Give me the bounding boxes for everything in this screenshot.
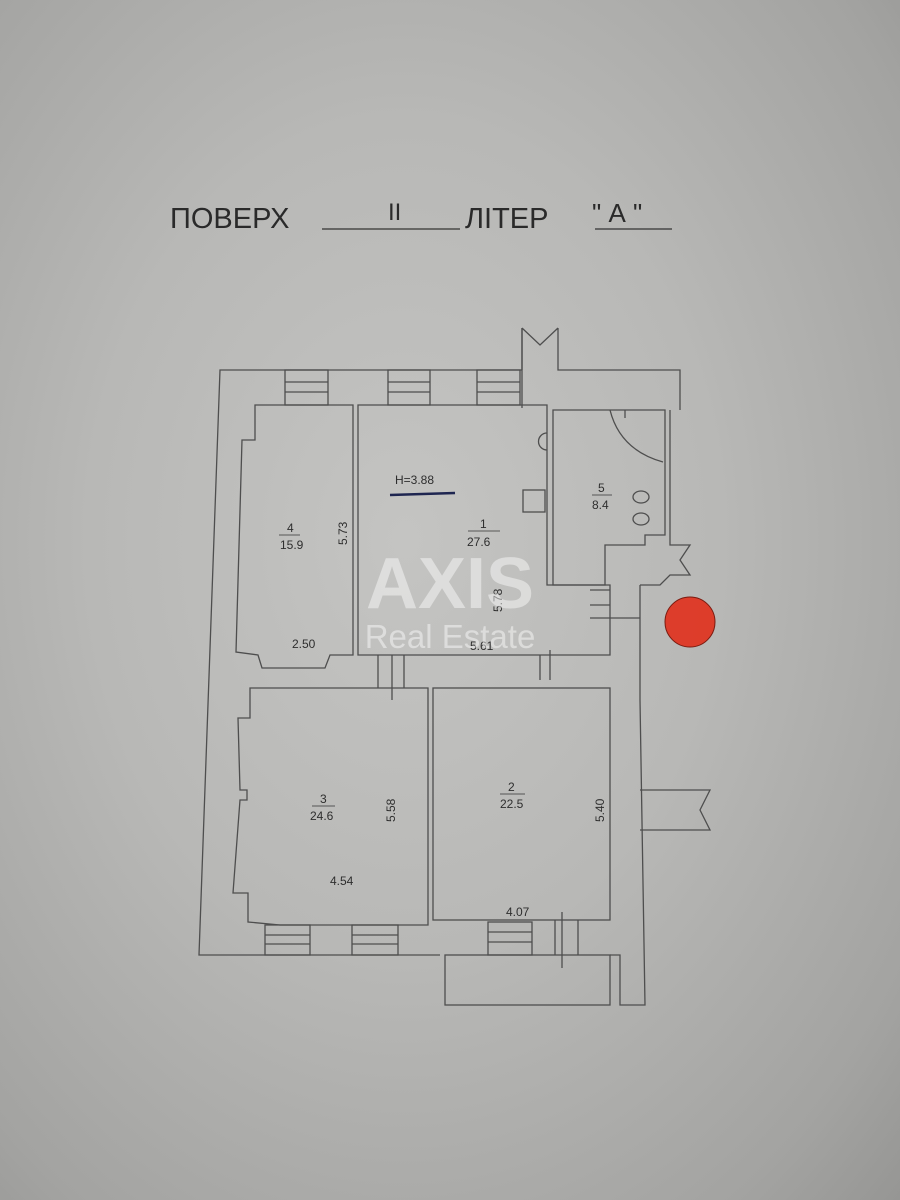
- room-label: 3: [320, 792, 327, 806]
- floor-value: II: [388, 199, 401, 226]
- window: [284, 369, 329, 406]
- window: [351, 924, 399, 956]
- room-label: 2.50: [292, 637, 316, 651]
- window: [476, 369, 521, 406]
- floor-label: ПОВЕРХ: [170, 203, 289, 235]
- room-label: 22.5: [500, 797, 524, 811]
- watermark: AXIS Real Estate: [365, 544, 536, 655]
- room-3: 3 24.6 5.58 4.54: [232, 687, 429, 926]
- red-stamp: [664, 596, 716, 648]
- watermark-tagline: Real Estate: [365, 618, 536, 655]
- doorways: [377, 589, 640, 968]
- room-label: 27.6: [467, 535, 491, 549]
- window: [487, 921, 533, 956]
- room-label: 24.6: [310, 809, 334, 823]
- sink-icon: [537, 432, 548, 451]
- window: [264, 924, 311, 956]
- toilet-icon: [632, 490, 650, 504]
- letter-value: " А ": [592, 198, 642, 228]
- window: [387, 369, 431, 406]
- room-label: 8.4: [592, 498, 609, 512]
- room-label: 5.61: [470, 639, 494, 653]
- room-label: 4: [287, 521, 294, 535]
- letter-label: ЛІТЕР: [465, 203, 549, 235]
- stove-icon: [522, 489, 546, 513]
- room-label: 4.54: [330, 874, 354, 888]
- watermark-brand: AXIS: [366, 544, 534, 624]
- room-1: H=3.88 1 27.6 5.78 5.61: [357, 404, 611, 656]
- windows: [264, 369, 533, 956]
- room-label: 4.07: [506, 905, 530, 919]
- room-4: 4 15.9 5.73 2.50: [235, 404, 354, 669]
- washbasin-icon: [632, 512, 650, 526]
- room-label: 2: [508, 780, 515, 794]
- outer-walls: [198, 327, 712, 1006]
- room-label: 5.40: [593, 798, 607, 822]
- room-label: 15.9: [280, 538, 304, 552]
- room-label: 5.58: [384, 798, 398, 822]
- room-2: 2 22.5 5.40 4.07: [432, 687, 611, 921]
- room-label: 1: [480, 517, 487, 531]
- room-label: 5.73: [336, 521, 350, 545]
- ceiling-height: H=3.88: [395, 473, 434, 487]
- room-label: 5: [598, 481, 605, 495]
- plan-title: ПОВЕРХ II ЛІТЕР " А ": [170, 198, 672, 235]
- room-5: 5 8.4: [552, 409, 666, 586]
- room-label: 5.78: [491, 588, 505, 612]
